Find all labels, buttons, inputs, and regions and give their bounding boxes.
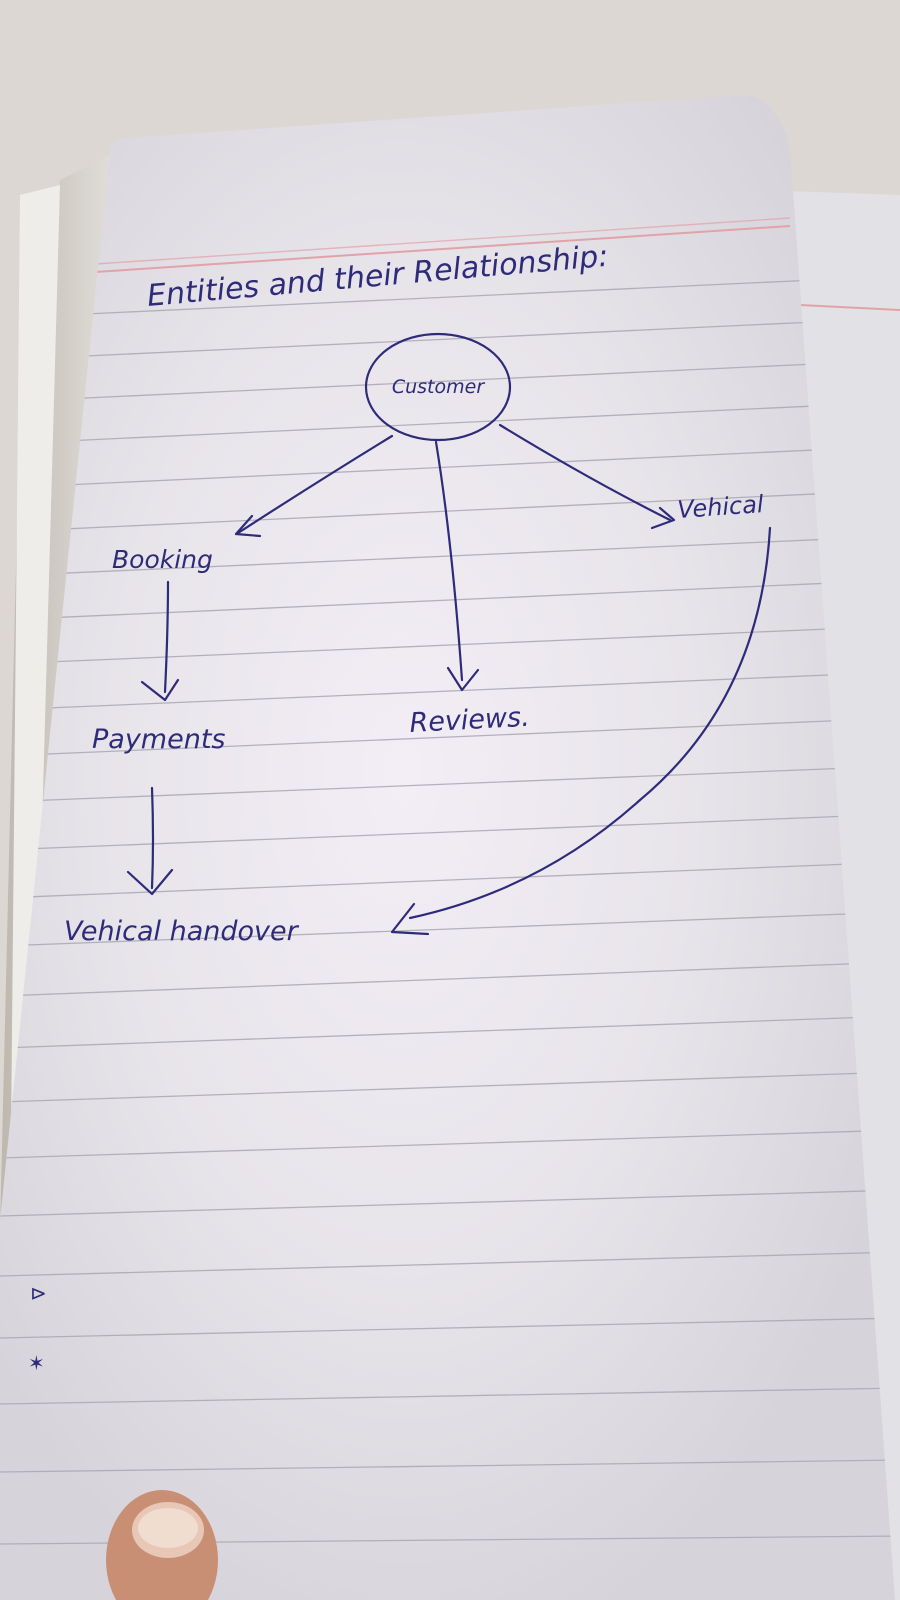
star-doodle-icon: ✶ — [28, 1353, 45, 1375]
handover-node-label: Vehical handover — [64, 916, 300, 947]
arrow-payments-to-handover — [126, 786, 174, 896]
page-stack-front — [10, 185, 60, 1240]
customer-node-circle — [364, 332, 512, 442]
back-page-margin-line — [799, 304, 900, 311]
doodle-mark-icon: ⊳ — [30, 1283, 47, 1305]
vehicle-node-label: Vehical — [676, 490, 764, 524]
arrow-booking-to-payments — [140, 580, 180, 702]
customer-node-label: Customer — [392, 376, 485, 398]
notebook-page — [0, 95, 895, 1600]
booking-node-label: Booking — [112, 545, 213, 574]
finger-icon — [106, 1490, 218, 1600]
ruled-lines — [0, 217, 895, 1545]
payments-node-label: Payments — [92, 724, 225, 755]
arrow-vehicle-to-handover — [390, 526, 772, 936]
arrow-customer-to-vehicle — [498, 423, 676, 530]
reviews-node-label: Reviews. — [409, 702, 531, 739]
arrow-customer-to-reviews — [434, 440, 480, 692]
arrow-customer-to-booking — [234, 434, 394, 538]
